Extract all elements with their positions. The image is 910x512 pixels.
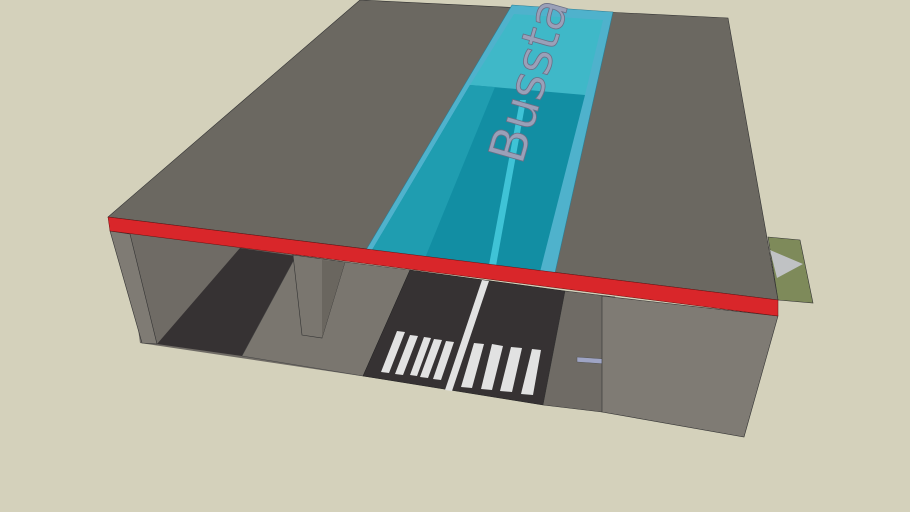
roof-red-band	[107, 216, 779, 317]
crosswalk-stripe	[481, 344, 503, 390]
crosswalk-stripe	[500, 347, 522, 392]
crosswalk-stripe	[410, 337, 431, 376]
glass-divider	[489, 100, 526, 266]
crosswalk-stripe	[521, 349, 541, 395]
glass-pane-upper	[470, 14, 603, 95]
sign-arrow	[770, 250, 803, 278]
crosswalk-stripe	[395, 335, 418, 375]
right-wall	[601, 295, 779, 438]
left-lane-floor	[157, 248, 296, 356]
glass-pane-left	[372, 85, 495, 258]
crosswalk-stripe	[420, 339, 442, 378]
crosswalk-right	[461, 343, 541, 395]
road-center-line	[445, 280, 489, 391]
crosswalk-stripe	[461, 343, 484, 388]
pillar-side	[322, 260, 345, 338]
crosswalk-stripe	[433, 341, 454, 380]
crosswalk-stripe	[381, 331, 405, 373]
crosswalk-left	[381, 331, 454, 380]
